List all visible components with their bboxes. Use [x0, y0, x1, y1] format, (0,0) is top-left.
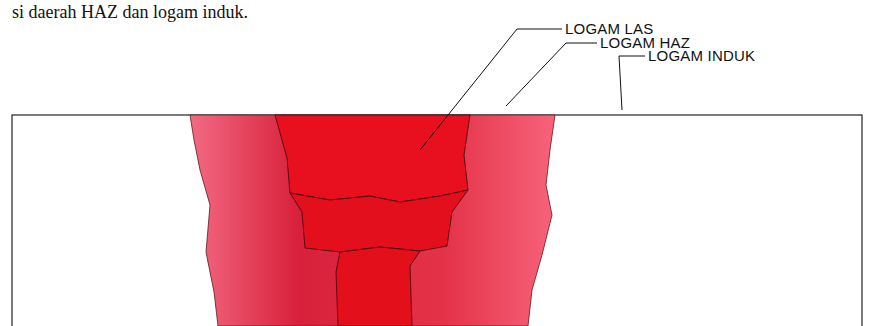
caption-fragment: si daerah HAZ dan logam induk. [12, 2, 248, 22]
part-label: LOGAM INDUK [648, 47, 755, 64]
weld-pass-top [275, 115, 470, 202]
weld-pass-root [336, 247, 420, 326]
weld-pass-middle [290, 190, 468, 252]
base-plate [12, 115, 862, 326]
leader-line [420, 29, 562, 150]
haz-region [190, 115, 555, 326]
leader-line [506, 43, 597, 106]
leader-line [619, 56, 645, 110]
